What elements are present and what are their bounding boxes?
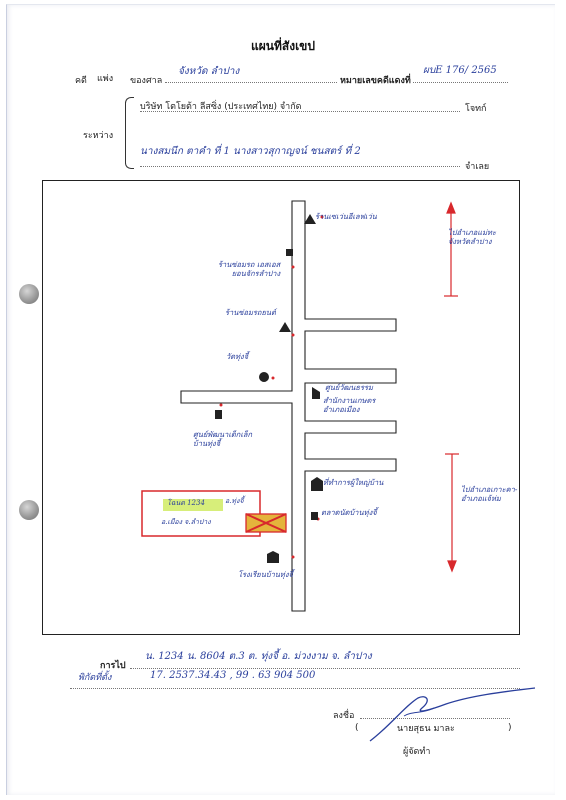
label-office: สำนักงานเกษตร อำเภอเมือง <box>323 396 376 414</box>
summary-value: น. 1234 น. 8604 ต.3 ต. ทุ่งจี้ อ. ม่วงงา… <box>145 651 372 662</box>
label-school-bottom: โรงเรียนบ้านทุ่งจี้ <box>238 570 293 579</box>
signer-close-paren: ) <box>508 723 512 733</box>
label-cars: ร้านซ่อมรถยนต์ <box>225 308 276 317</box>
plaintiff-underline <box>140 111 460 112</box>
case-label: คดี <box>75 76 87 86</box>
between-label: ระหว่าง <box>83 131 114 141</box>
binder-hole-top <box>19 284 39 304</box>
label-direction-up: ไปอำเภอแม่ทะ จังหวัดลำปาง <box>448 228 497 246</box>
paper-edge <box>6 4 555 795</box>
label-market: ตลาดนัดบ้านทุ่งจี้ <box>321 508 377 517</box>
red-case-underline <box>413 82 508 83</box>
landmark-school-bottom-icon <box>267 551 279 563</box>
plot-label-line3: อ.เมือง จ.ลำปาง <box>161 518 211 526</box>
red-case-value: ผบE 176/ 2565 <box>423 65 497 76</box>
summary-underline <box>130 668 520 669</box>
plaintiff-name: บริษัท โตโยต้า ลีสซิ่ง (ประเทศไทย) จำกัด <box>140 102 302 112</box>
plot-label-line2: อ.ทุ่งจี้ <box>225 497 244 505</box>
court-value: จังหวัด ลำปาง <box>178 66 240 77</box>
court-underline <box>165 82 337 83</box>
label-farm: ศูนย์วัฒนธรรม <box>325 383 373 392</box>
landmark-school-icon <box>215 410 222 419</box>
label-temple: วัดทุ่งจี้ <box>226 352 249 361</box>
plot-highlight-marker <box>163 499 223 511</box>
coords-label: พิกัดที่ตั้ง <box>78 673 112 683</box>
direction-arrow-up <box>444 201 458 297</box>
landmark-farm-icon <box>312 387 320 399</box>
red-case-label: หมายเลขคดีแดงที่ <box>340 76 411 86</box>
signer-name: นายสุธน มาละ <box>397 724 455 734</box>
target-cross-icon <box>245 513 287 533</box>
coords-underline <box>70 688 520 689</box>
court-label: ของศาล <box>130 76 163 86</box>
landmark-shop-top-icon <box>304 214 316 224</box>
road-network <box>180 200 397 612</box>
defendant-name: นางสมนึก ตาคำ ที่ 1 นางสาวสุกาญจน์ ชนสตร… <box>140 146 361 157</box>
signature-scribble <box>369 687 536 742</box>
label-direction-down: ไปอำเภอเกาะคา- อำเภอแจ้ห่ม <box>461 485 518 503</box>
plot-label-line1: โฉนด 1234 <box>167 499 205 507</box>
sign-label: ลงชื่อ <box>333 711 355 721</box>
defendant-underline <box>140 166 460 167</box>
sketch-map: ร้านเซเว่นอีเลฟเว่น ร้านซ่อมรถ เอสเอส ยอ… <box>42 180 520 635</box>
label-school: ศูนย์พัฒนาเด็กเล็ก บ้านทุ่งจี้ <box>193 430 253 448</box>
label-shop-top: ร้านเซเว่นอีเลฟเว่น <box>315 212 377 221</box>
landmark-market-icon <box>311 512 318 520</box>
case-type: แพ่ง <box>97 74 114 84</box>
map-drawing <box>141 200 459 612</box>
defendant-role: จำเลย <box>465 162 490 172</box>
landmark-village-icon <box>311 477 323 491</box>
direction-arrow-down <box>445 453 459 573</box>
sign-underline <box>360 718 510 719</box>
binder-hole-bottom <box>19 500 39 520</box>
coords-value: 17. 2537.34.43 , 99 . 63 904 500 <box>150 670 316 681</box>
landmark-temple-icon <box>259 372 269 382</box>
landmark-cars-icon <box>279 322 291 332</box>
signer-open-paren: ( <box>355 723 359 733</box>
party-brace <box>125 97 134 169</box>
signer-role: ผู้จัดทำ <box>403 747 431 757</box>
label-village: ที่ทำการผู้ใหญ่บ้าน <box>323 478 384 487</box>
label-repair: ร้านซ่อมรถ เอสเอส ยอนจักรลำปาง <box>218 260 281 278</box>
summary-label: การไป <box>100 661 126 671</box>
landmark-repair-icon <box>286 249 293 256</box>
page-title: แผนที่สังเขป <box>251 39 315 53</box>
plaintiff-role: โจทก์ <box>465 104 487 114</box>
